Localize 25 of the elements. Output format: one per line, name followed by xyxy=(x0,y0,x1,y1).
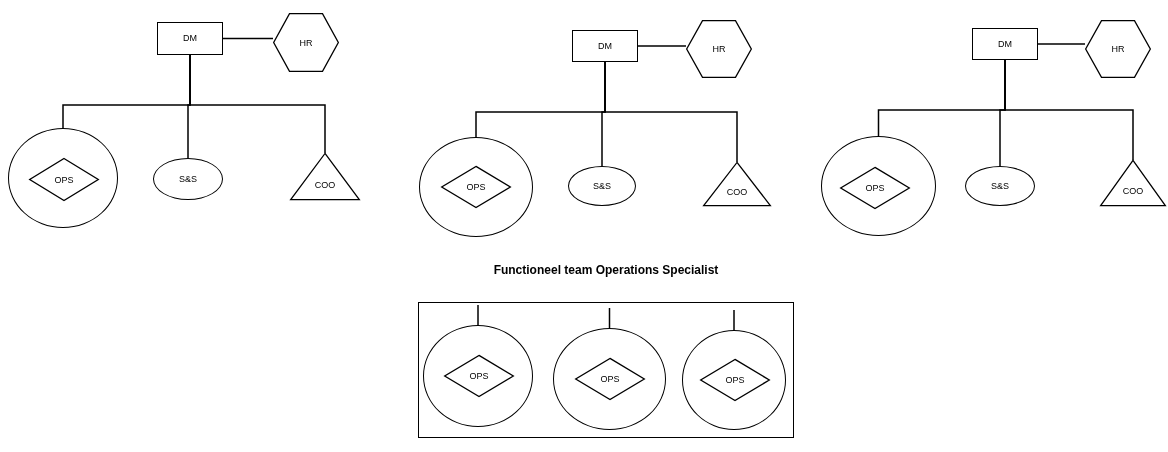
node-label: HR xyxy=(1110,43,1126,55)
connector-line xyxy=(637,45,687,47)
connector-line xyxy=(1004,59,1134,161)
node-label: HR xyxy=(298,37,314,48)
connector-line xyxy=(189,54,326,154)
connector-line xyxy=(1037,43,1086,45)
node-label: OPS xyxy=(864,182,886,194)
role-box: DM xyxy=(572,30,638,62)
connector-line xyxy=(222,37,274,40)
node-label: OPS xyxy=(724,374,746,386)
node-label: HR xyxy=(711,43,727,55)
node-label: COO xyxy=(1121,185,1145,197)
node-label: COO xyxy=(725,186,749,198)
node-label: OPS xyxy=(465,181,487,193)
role-box: DM xyxy=(972,28,1038,60)
connector-line xyxy=(733,309,735,331)
connector-line xyxy=(604,61,738,163)
node-label: OPS xyxy=(599,373,621,385)
group-title: Functioneel team Operations Specialist xyxy=(492,262,720,278)
role-box: DM xyxy=(157,22,223,55)
node-label: OPS xyxy=(468,370,490,382)
connector-line xyxy=(608,307,611,329)
node-label: OPS xyxy=(53,174,75,185)
node-label: COO xyxy=(313,179,337,191)
connector-line xyxy=(477,304,479,326)
